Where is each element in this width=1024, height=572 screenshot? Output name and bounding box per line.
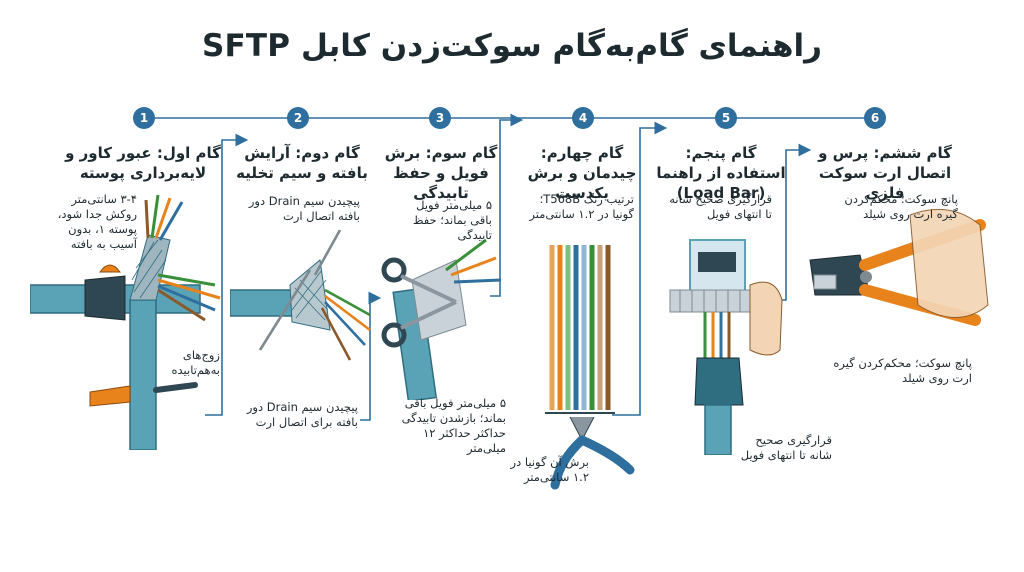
- hand-icon: [749, 281, 783, 356]
- connector-2-3: [360, 291, 382, 421]
- step-5-badge: 5: [715, 107, 737, 129]
- step-1-title: گام اول: عبور کاور و لایه‌برداری پوسته: [65, 144, 221, 182]
- step-5-title: گام پنجم: استفاده از راهنما (Load Bar): [656, 144, 786, 202]
- step-6-title: گام ششم: پرس و اتصال ارت سوکت فلزی: [818, 144, 952, 202]
- connector-4-5: [612, 121, 668, 416]
- step-6-badge: 6: [864, 107, 886, 129]
- step-2-illustration: [230, 230, 371, 361]
- step-3-badge: 3: [429, 107, 451, 129]
- step-2-badge: 2: [287, 107, 309, 129]
- step-2-note-a: پیچیدن سیم Drain دور بافته اتصال ارت: [248, 194, 360, 223]
- step-6-illustration: [809, 208, 989, 326]
- step-2-note-b: پیچیدن سیم Drain دور بافته برای اتصال ار…: [246, 400, 358, 429]
- step-1-note-a: ۳-۴ سانتی‌متر روکش جدا شود، پوسته ۱، بدو…: [57, 192, 137, 251]
- step-5-illustration: [669, 239, 783, 455]
- pliers-icon: [550, 416, 635, 490]
- rj45-plug-icon: [689, 239, 746, 296]
- step-6-note-b: پانچ سوکت؛ محکم‌کردن گیره ارت روی شیلد: [833, 356, 972, 385]
- step-6-note-a: پانچ سوکت؛ محکم‌کردن گیره ارت روی شیلد: [844, 192, 958, 221]
- step-3-title: گام سوم: برش فویل و حفظ تابیدگی: [384, 144, 498, 202]
- step-2-title: گام دوم: آرایش بافته و سیم تخلیه: [236, 144, 368, 182]
- step-3-note-b: ۵ میلی‌متر فویل باقی بماند؛ بازشدن تابید…: [401, 396, 506, 455]
- step-5-note-b: قرارگیری صحیح شانه تا انتهای فویل: [740, 433, 832, 462]
- connector-3-4: [490, 113, 524, 297]
- step-1-illustration: [30, 194, 221, 450]
- step-3-illustration: [381, 238, 502, 400]
- step-4-title: گام چهارم: چیدمان و برش یکدست: [527, 144, 637, 202]
- step-3-note-a: ۵ میلی‌متر فویل باقی بماند؛ حفظ تابیدگی: [412, 198, 492, 242]
- step-1-badge: 1: [133, 107, 155, 129]
- page-title: راهنمای گام‌به‌گام سوکت‌زدن کابل SFTP: [202, 28, 822, 64]
- connector-1-2: [205, 133, 249, 416]
- step-4-badge: 4: [572, 107, 594, 129]
- step-4-note-a: ترتیب رنگ T568B؛ گونیا در ۱.۲ سانتی‌متر: [529, 192, 634, 221]
- scissors-icon: [381, 257, 457, 348]
- step-1-note-b: زوج‌های به‌هم‌تابیده: [171, 348, 220, 377]
- step-5-note-a: قرارگیری صحیح شانه تا انتهای فویل: [669, 192, 772, 221]
- step-4-note-b: برش آن گونیا در ۱.۲ سانتی‌متر: [510, 455, 589, 484]
- step-4-illustration: [545, 245, 635, 490]
